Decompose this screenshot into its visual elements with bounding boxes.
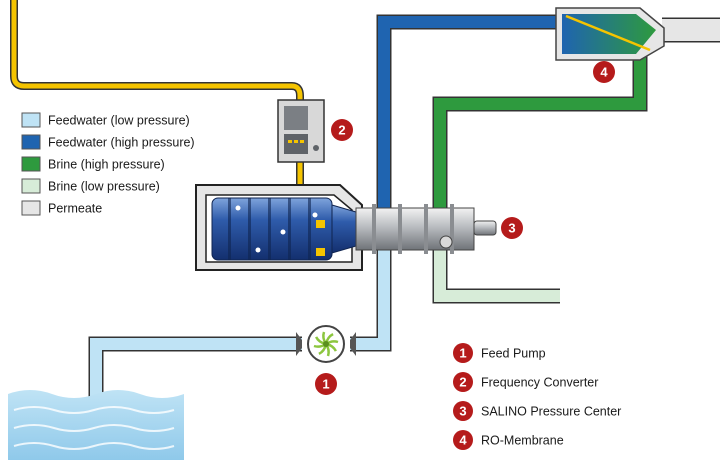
pipe-network [10, 0, 720, 410]
marker-number: 3 [508, 221, 515, 236]
legend-label: Brine (high pressure) [48, 158, 165, 172]
marker-circle [593, 61, 615, 83]
key-label: Feed Pump [481, 347, 546, 361]
pipe-brine-low-discharge [432, 250, 560, 304]
legend-label: Feedwater (low pressure) [48, 114, 190, 128]
legend-item: Feedwater (low pressure) [21, 112, 190, 128]
key-number-badge [453, 343, 473, 363]
legend-item: Brine (low pressure) [21, 178, 160, 194]
key-number: 2 [459, 375, 466, 390]
legend-item: Feedwater (high pressure) [21, 134, 195, 150]
signal-cable-converter-supply [10, 0, 304, 102]
key-label: RO-Membrane [481, 434, 564, 448]
component-marker-4: 4 [593, 61, 615, 83]
pipe-feed-high-to-membrane [376, 14, 558, 208]
legend-label: Brine (low pressure) [48, 180, 160, 194]
pipe-feed-low-to-pressure-center [350, 250, 392, 352]
key-number-badge [453, 401, 473, 421]
marker-number: 2 [338, 123, 345, 138]
frequency-converter-icon [277, 99, 325, 163]
impeller-pump-icon [296, 325, 356, 363]
component-marker-3: 3 [501, 217, 523, 239]
legend-swatch [21, 178, 41, 194]
salino-pressure-center [355, 204, 497, 254]
marker-circle [315, 373, 337, 395]
component-key: 1 Feed Pump 2 Frequency Converter 3 SALINO Pr… [453, 343, 621, 450]
marker-circle [331, 119, 353, 141]
legend-label: Permeate [48, 202, 102, 216]
component-key-item: 3 SALINO Pressure Center [453, 401, 621, 421]
marker-number: 4 [600, 65, 608, 80]
key-label: SALINO Pressure Center [481, 405, 621, 419]
key-number: 3 [459, 404, 466, 419]
legend-swatch [21, 156, 41, 172]
legend-label: Feedwater (high pressure) [48, 136, 195, 150]
key-number-badge [453, 430, 473, 450]
pipe-brine-high-return [432, 54, 648, 208]
key-number: 1 [459, 346, 466, 361]
component-key-item: 4 RO-Membrane [453, 430, 564, 450]
legend-swatch [21, 200, 41, 216]
component-key-item: 1 Feed Pump [453, 343, 546, 363]
ro-membrane-icon [555, 7, 665, 61]
legend-swatch [21, 112, 41, 128]
pipe-feed-low-intake [88, 336, 302, 410]
component-markers: 1 2 3 4 [315, 61, 615, 395]
component-key-item: 2 Frequency Converter [453, 372, 598, 392]
electric-motor [211, 197, 357, 261]
key-label: Frequency Converter [481, 376, 598, 390]
legend-item: Permeate [21, 200, 102, 216]
color-legend: Feedwater (low pressure) Feedwater (high … [21, 112, 195, 216]
water-reservoir [8, 390, 184, 460]
marker-number: 1 [322, 377, 329, 392]
component-marker-2: 2 [331, 119, 353, 141]
key-number-badge [453, 372, 473, 392]
key-number: 4 [459, 433, 467, 448]
legend-swatch [21, 134, 41, 150]
marker-circle [501, 217, 523, 239]
legend-item: Brine (high pressure) [21, 156, 165, 172]
component-marker-1: 1 [315, 373, 337, 395]
